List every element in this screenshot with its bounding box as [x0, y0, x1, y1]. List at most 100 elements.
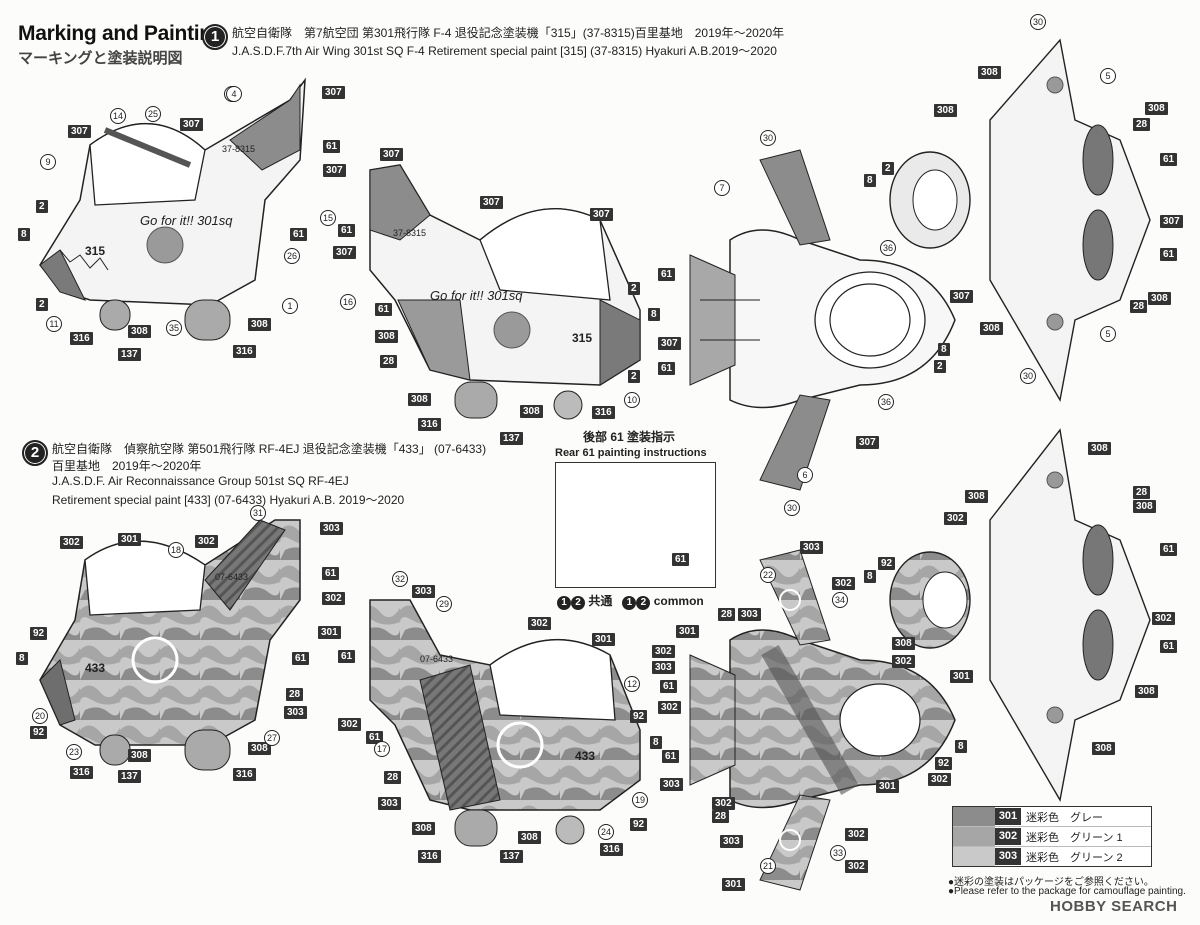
s1-right-side-view: Go for it!! 301sq 315 37-8315	[369, 164, 641, 420]
callout-circle: 5	[1100, 326, 1116, 342]
callout-circle: 11	[46, 316, 62, 332]
callout-307: 307	[590, 208, 613, 221]
callout-circle: 23	[66, 744, 82, 760]
callout-61: 61	[322, 567, 340, 580]
legend-row: 303 迷彩色 グリーン 2	[953, 847, 1151, 866]
callout-8: 8	[16, 652, 28, 665]
callout-28: 28	[1133, 486, 1151, 499]
callout-circle: 26	[284, 248, 300, 264]
callout-61: 61	[1160, 543, 1178, 556]
callout-circle: 12	[624, 676, 640, 692]
callout-308: 308	[965, 490, 988, 503]
callout-circle: 16	[340, 294, 356, 310]
callout-302: 302	[338, 718, 361, 731]
rear-panel-callout: 61	[672, 553, 690, 566]
s1-right-nose-number: 315	[572, 331, 592, 345]
callout-61: 61	[1160, 640, 1178, 653]
callout-303: 303	[652, 661, 675, 674]
callout-circle: 30	[784, 500, 800, 516]
callout-61: 61	[375, 303, 393, 316]
scheme-1-badge-small: 1	[557, 596, 571, 610]
callout-302: 302	[652, 645, 675, 658]
callout-61: 61	[292, 652, 310, 665]
callout-316: 316	[70, 766, 93, 779]
callout-301: 301	[118, 533, 141, 546]
callout-8: 8	[648, 308, 660, 321]
callout-307: 307	[180, 118, 203, 131]
callout-137: 137	[500, 432, 523, 445]
callout-303: 303	[660, 778, 683, 791]
s2-top-view	[689, 549, 956, 891]
callout-302: 302	[658, 701, 681, 714]
callout-307: 307	[323, 164, 346, 177]
callout-circle: 6	[797, 467, 813, 483]
callout-302: 302	[528, 617, 551, 630]
s1-left-side-view: Go for it!! 301sq 315 37-8315	[39, 77, 306, 341]
callout-308: 308	[248, 742, 271, 755]
camo-note-jp: ●迷彩の塗装はパッケージをご参照ください。	[948, 877, 1154, 888]
callout-92: 92	[630, 818, 648, 831]
scheme-2-title-jp-1: 航空自衛隊 偵察航空隊 第501飛行隊 RF-4EJ 退役記念塗装機「433」 …	[52, 442, 487, 456]
s2-front-view	[889, 428, 1151, 802]
callout-302: 302	[60, 536, 83, 549]
callout-307: 307	[658, 337, 681, 350]
callout-308: 308	[248, 318, 271, 331]
callout-302: 302	[1152, 612, 1175, 625]
callout-92: 92	[878, 557, 896, 570]
callout-61: 61	[658, 268, 676, 281]
color-legend: 301 迷彩色 グレー 302 迷彩色 グリーン 1 303 迷彩色 グリーン …	[952, 806, 1152, 867]
callout-circle: 33	[830, 845, 846, 861]
legend-code: 302	[995, 828, 1021, 845]
callout-316: 316	[70, 332, 93, 345]
callout-circle: 36	[878, 394, 894, 410]
callout-303: 303	[284, 706, 307, 719]
callout-28: 28	[384, 771, 402, 784]
callout-28: 28	[1133, 118, 1151, 131]
callout-307: 307	[322, 86, 345, 99]
callout-circle: 30	[1020, 368, 1036, 384]
callout-61: 61	[662, 750, 680, 763]
s2-right-serial: 07-6433	[420, 654, 453, 664]
callout-303: 303	[378, 797, 401, 810]
callout-61: 61	[658, 362, 676, 375]
callout-circle: 25	[145, 106, 161, 122]
callout-301: 301	[950, 670, 973, 683]
s2-left-serial: 07-6433	[215, 572, 248, 582]
legend-code: 303	[995, 848, 1021, 865]
callout-8: 8	[864, 570, 876, 583]
callout-circle: 10	[624, 392, 640, 408]
s1-right-serial: 37-8315	[393, 228, 426, 238]
callout-2: 2	[36, 200, 48, 213]
callout-137: 137	[118, 770, 141, 783]
callout-316: 316	[418, 418, 441, 431]
s2-left-nose-number: 433	[85, 661, 105, 675]
s2-right-side-view: 433 07-6433	[369, 599, 641, 847]
camo-note-en: ●Please refer to the package for camoufl…	[948, 886, 1186, 897]
callout-8: 8	[18, 228, 30, 241]
callout-303: 303	[720, 835, 743, 848]
callout-308: 308	[520, 405, 543, 418]
callout-302: 302	[928, 773, 951, 786]
callout-316: 316	[592, 406, 615, 419]
scheme-1-title-en: J.A.S.D.F.7th Air Wing 301st SQ F-4 Reti…	[232, 44, 777, 58]
callout-307: 307	[68, 125, 91, 138]
s2-right-nose-number: 433	[575, 749, 595, 763]
callout-8: 8	[864, 174, 876, 187]
callout-circle: 5	[1100, 68, 1116, 84]
callout-circle: 18	[168, 542, 184, 558]
callout-307: 307	[856, 436, 879, 449]
callout-302: 302	[944, 512, 967, 525]
scheme-1-title-jp: 航空自衛隊 第7航空団 第301飛行隊 F-4 退役記念塗装機「315」(37-…	[232, 26, 785, 40]
scheme-2-title-en-1: J.A.S.D.F. Air Reconnaissance Group 501s…	[52, 474, 349, 488]
callout-92: 92	[630, 710, 648, 723]
callout-28: 28	[286, 688, 304, 701]
callout-302: 302	[832, 577, 855, 590]
callout-303: 303	[412, 585, 435, 598]
callout-137: 137	[500, 850, 523, 863]
legend-row: 302 迷彩色 グリーン 1	[953, 827, 1151, 847]
callout-circle: 35	[166, 320, 182, 336]
callout-circle: 34	[832, 592, 848, 608]
s1-left-nose-number: 315	[85, 244, 105, 258]
callout-61: 61	[366, 731, 384, 744]
callout-circle: 22	[760, 567, 776, 583]
